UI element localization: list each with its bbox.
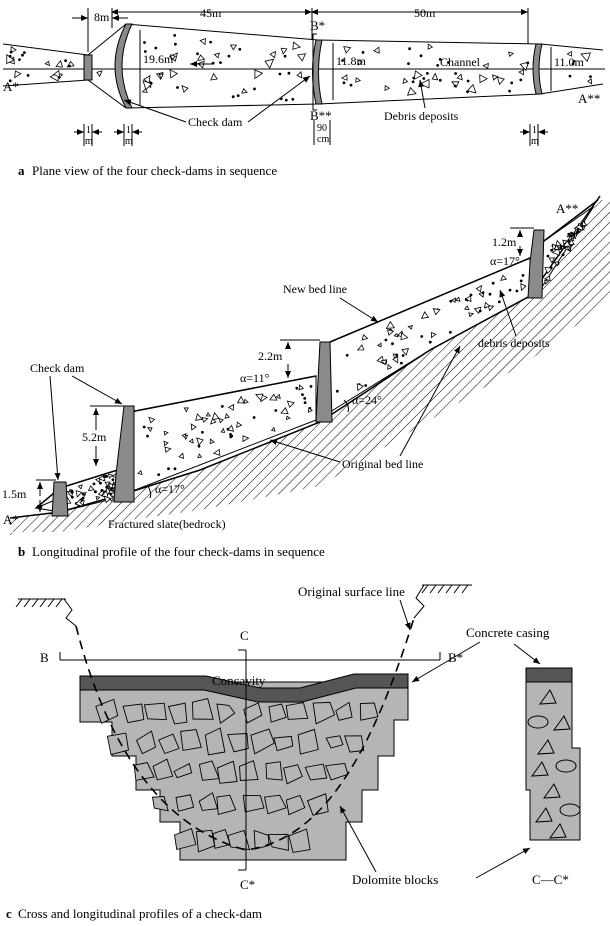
width-label-11-0m: 11.0m: [554, 55, 585, 69]
section-b-star-label: B*: [310, 18, 325, 33]
svg-text:cm: cm: [317, 134, 329, 145]
height-dim-1-5m: 1.5m: [2, 479, 56, 512]
check-dam-arrow-2: [247, 75, 311, 123]
section-b-bracket: [312, 33, 317, 111]
original-bed-label: Original bed line: [342, 457, 423, 471]
channel-label: Channel: [440, 55, 481, 69]
dim-label-8m: 8m: [94, 10, 110, 24]
original-bed-line: [9, 195, 601, 519]
original-surface-arrow: [399, 599, 411, 631]
concrete-arrow-1: [411, 641, 481, 683]
check-dam-arrow-1: [123, 99, 187, 123]
check-dam-1-plan: [83, 54, 93, 81]
caption-b-text: Longitudinal profile of the four check-d…: [32, 544, 325, 559]
section-a-star-label: A*: [3, 79, 19, 94]
concrete-casing-cross: [79, 673, 409, 703]
thickness-marker-90cm: 90 cm: [313, 120, 331, 145]
section-b-label-c: B: [40, 650, 49, 665]
angle-label-17-low: α=17°: [155, 482, 185, 496]
check-dam-4-profile: [527, 229, 545, 299]
svg-text:m: m: [531, 136, 539, 147]
concavity-label: Concavity: [212, 673, 266, 688]
caption-a-letter: a: [18, 163, 25, 178]
debris-arrow-b: [499, 289, 517, 337]
section-c-label: C: [240, 628, 249, 643]
svg-text:1.5m: 1.5m: [2, 487, 27, 501]
concrete-casing-side: [525, 667, 573, 683]
original-bed-arrow-1: [269, 439, 341, 463]
section-cc-label: C—C*: [532, 872, 569, 887]
dim-label-50m: 50m: [414, 6, 436, 20]
height-dim-2-2m: 2.2m: [258, 339, 320, 378]
check-dam-3-plan: [312, 39, 323, 105]
thickness-marker-4: 1 m: [520, 124, 548, 147]
channel-outline: [2, 23, 604, 109]
profile-a-2star-label: A**: [556, 201, 578, 216]
caption-c-letter: c: [6, 906, 12, 921]
original-surface-label: Original surface line: [298, 584, 405, 599]
check-dam-arrow-b2: [71, 375, 123, 405]
width-label-11-8m: 11.8m: [336, 54, 367, 68]
svg-text:2.2m: 2.2m: [258, 349, 283, 363]
check-dam-arrow-b1: [49, 375, 61, 481]
dolomite-blocks-cross: [95, 698, 379, 853]
check-dam-3-profile: [315, 341, 333, 423]
debris-arrow-a: [418, 79, 426, 109]
caption-b-letter: b: [18, 544, 25, 559]
check-dam-label-a: Check dam: [188, 115, 243, 129]
debris-label-b: debris deposits: [478, 336, 550, 350]
original-surface-dashed: [75, 617, 415, 851]
section-b-2star-label: B**: [310, 108, 332, 123]
section-b-star-label-c: B*: [448, 650, 463, 665]
panel-b-longitudinal-profile: 1.5m 5.2m 2.2m 1.2m α=17° α=11° α=24° α=…: [2, 195, 610, 559]
check-dam-4-plan: [532, 43, 543, 95]
dim-label-45m: 45m: [200, 6, 222, 20]
new-bed-label: New bed line: [283, 282, 347, 296]
caption-c-text: Cross and longitudinal profiles of a che…: [18, 906, 262, 921]
height-dim-5-2m: 5.2m: [82, 405, 124, 466]
section-c-star-label: C*: [240, 877, 255, 892]
check-dam-label-b: Check dam: [30, 361, 85, 375]
check-dam-2-plan: [114, 23, 133, 109]
angle-label-17-top: α=17°: [490, 254, 520, 268]
svg-text:1: 1: [532, 125, 537, 136]
height-dim-1-2m: 1.2m: [492, 227, 534, 256]
dolomite-arrow-2: [475, 847, 531, 879]
original-bed-arrow-2: [399, 345, 461, 457]
svg-text:m: m: [125, 136, 133, 147]
width-label-19-6m: 19.6m: [143, 52, 174, 66]
new-bed-arrow: [339, 297, 379, 323]
angle-arc-17-low: [147, 485, 152, 499]
panel-c-cross-profiles: B B* C C* Concavity Original surface lin…: [6, 584, 581, 921]
concrete-label: Concrete casing: [466, 625, 550, 640]
caption-a-text: Plane view of the four check-dams in seq…: [32, 163, 277, 178]
svg-text:90: 90: [317, 123, 327, 134]
svg-text:1: 1: [126, 125, 131, 136]
thickness-marker-2: 1 m: [114, 124, 142, 147]
debris-pattern-a: [6, 34, 593, 102]
check-dam-2-profile: [113, 405, 135, 503]
panel-a-plan-view: 8m 45m 50m 19.6m 11.8m 11.0m Channel A* …: [2, 6, 605, 178]
profile-a-star-label: A*: [3, 512, 19, 527]
dolomite-blocks-side: [527, 689, 581, 839]
ground-hatch-right: [413, 584, 472, 619]
section-a-2star-label: A**: [578, 91, 600, 106]
svg-text:1: 1: [86, 125, 91, 136]
dolomite-arrow-1: [339, 805, 377, 873]
bedrock-label: Fractured slate(bedrock): [108, 517, 226, 531]
svg-text:1.2m: 1.2m: [492, 235, 517, 249]
angle-label-24: α=24°: [352, 393, 382, 407]
svg-text:m: m: [85, 136, 93, 147]
ground-hatch-left: [15, 598, 77, 627]
check-dam-1-profile: [51, 481, 69, 517]
angle-label-11: α=11°: [240, 371, 270, 385]
concrete-arrow-2: [513, 643, 541, 665]
debris-label-a: Debris deposits: [384, 109, 459, 123]
dolomite-label: Dolomite blocks: [352, 872, 438, 887]
angle-arc-24: [343, 399, 349, 413]
svg-text:5.2m: 5.2m: [82, 430, 107, 444]
thickness-marker-1: 1 m: [74, 124, 102, 147]
